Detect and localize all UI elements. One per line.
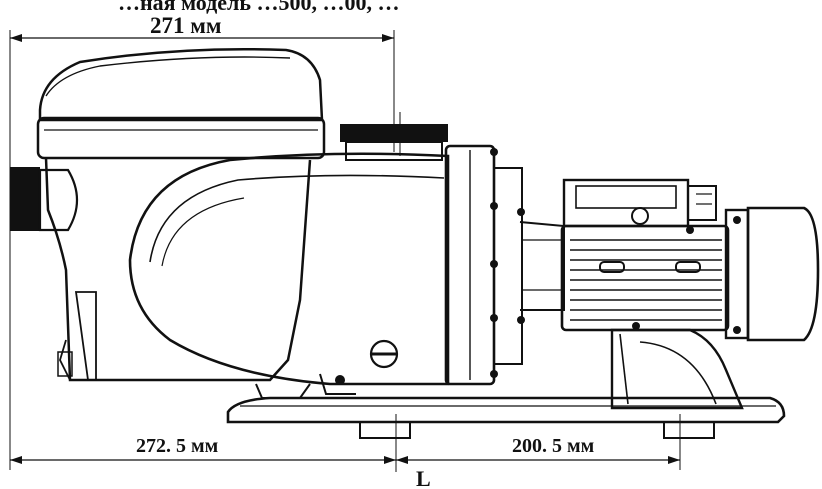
dimension-bottom: 272. 5 мм 200. 5 мм L [10,414,681,489]
header-text-fragment: …ная модель …500, …00, … [118,0,400,15]
dimension-label-center: L [416,466,431,489]
motor-support [610,328,744,410]
dimension-label-top: 271 мм [150,13,222,38]
pump-volute [128,112,450,399]
pump-base [226,396,786,439]
dimension-label-right: 200. 5 мм [512,435,594,457]
dimension-label-left: 272. 5 мм [136,435,218,457]
motor [560,178,820,342]
pump-housing [10,47,326,382]
motor-cooling-fins [570,239,722,321]
pump-flange [444,144,565,386]
dimension-top-width: 271 мм [9,13,395,470]
